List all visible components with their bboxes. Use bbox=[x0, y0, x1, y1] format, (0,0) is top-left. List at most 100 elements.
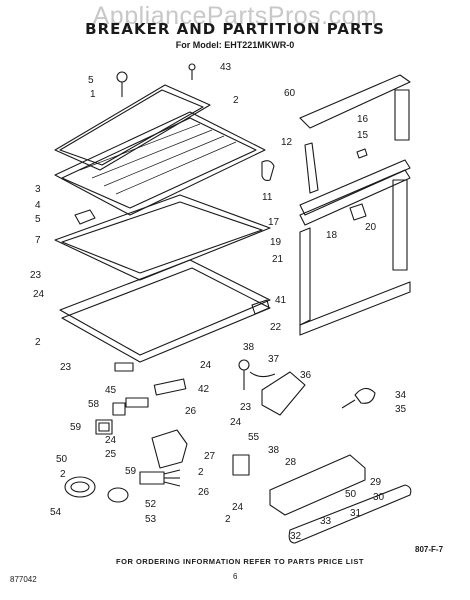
callout: 24 bbox=[232, 502, 244, 513]
date-code: 807-F-7 bbox=[415, 545, 444, 554]
callout: 21 bbox=[272, 254, 284, 265]
part-screw-42 bbox=[188, 63, 196, 80]
watermark: AppliancePartsPros.com bbox=[92, 2, 378, 30]
part-thermostat-25 bbox=[151, 429, 188, 469]
model-number: For Model: EHT221MKWR-0 bbox=[175, 40, 295, 50]
callout: 50 bbox=[56, 454, 68, 465]
callout: 26 bbox=[185, 406, 197, 417]
callout: 15 bbox=[357, 130, 369, 141]
callout: 18 bbox=[326, 230, 338, 241]
part-button-59 bbox=[112, 402, 126, 416]
callout: 16 bbox=[357, 114, 369, 125]
callout: 22 bbox=[270, 322, 282, 333]
callout: 2 bbox=[35, 337, 41, 348]
callout: 38 bbox=[268, 445, 280, 456]
callout: 1 bbox=[90, 89, 96, 100]
document-code: 877042 bbox=[10, 575, 37, 584]
callout: 41 bbox=[275, 295, 287, 306]
part-harness-8 bbox=[139, 469, 181, 487]
callout: 20 bbox=[365, 222, 377, 233]
callout: 27 bbox=[204, 451, 216, 462]
part-strip-9 bbox=[299, 74, 411, 129]
callout: 60 bbox=[284, 88, 296, 99]
callout: 3 bbox=[35, 184, 41, 195]
ordering-note: FOR ORDERING INFORMATION REFER TO PARTS … bbox=[116, 557, 364, 566]
part-rail-15 bbox=[299, 159, 411, 226]
callout: 28 bbox=[285, 457, 297, 468]
part-housing-37 bbox=[261, 371, 306, 416]
callout: 29 bbox=[370, 477, 382, 488]
part-tray bbox=[54, 194, 271, 281]
callout: 31 bbox=[350, 508, 362, 519]
callout: 24 bbox=[33, 289, 45, 300]
part-block-5 bbox=[74, 209, 96, 225]
callout: 59 bbox=[70, 422, 82, 433]
callout: 34 bbox=[395, 390, 407, 401]
part-lower-housing-30 bbox=[269, 454, 366, 516]
part-strip-18 bbox=[392, 179, 408, 271]
callout: 32 bbox=[290, 531, 302, 542]
callout: 53 bbox=[145, 514, 157, 525]
part-rail-12 bbox=[304, 142, 319, 194]
part-screw-4 bbox=[116, 71, 128, 97]
callout: 2 bbox=[198, 467, 204, 478]
callout: 5 bbox=[88, 75, 94, 86]
callout: 2 bbox=[225, 514, 231, 525]
callout: 37 bbox=[268, 354, 280, 365]
callout: 35 bbox=[395, 404, 407, 415]
callout: 30 bbox=[373, 492, 385, 503]
part-strip-14 bbox=[394, 89, 410, 141]
callout: 36 bbox=[300, 370, 312, 381]
callout: 23 bbox=[60, 362, 72, 373]
callout: 43 bbox=[220, 62, 232, 73]
callout: 50 bbox=[345, 489, 357, 500]
callout: 54 bbox=[50, 507, 62, 518]
part-bezel-60 bbox=[95, 419, 113, 435]
callout: 55 bbox=[248, 432, 260, 443]
part-damper-35 bbox=[341, 387, 376, 409]
part-knob-53 bbox=[107, 487, 129, 503]
callout: 59 bbox=[125, 466, 137, 477]
part-switch-43 bbox=[153, 378, 187, 396]
callout: 26 bbox=[198, 487, 210, 498]
callout: 2 bbox=[60, 469, 66, 480]
callout: 19 bbox=[270, 237, 282, 248]
callout: 24 bbox=[105, 435, 117, 446]
callout: 7 bbox=[35, 235, 41, 246]
callout: 24 bbox=[230, 417, 242, 428]
part-clip-41 bbox=[251, 299, 270, 315]
part-hinge-23 bbox=[114, 362, 134, 372]
callout: 24 bbox=[200, 360, 212, 371]
page-title: BREAKER AND PARTITION PARTS bbox=[85, 20, 385, 38]
part-bulb-39 bbox=[238, 359, 250, 390]
callout: 38 bbox=[243, 342, 255, 353]
callout: 17 bbox=[268, 217, 280, 228]
callout: 12 bbox=[281, 137, 293, 148]
callout: 33 bbox=[320, 516, 332, 527]
page-number: 6 bbox=[233, 572, 238, 581]
part-wire-38 bbox=[249, 371, 276, 378]
callout: 45 bbox=[105, 385, 117, 396]
callout: 4 bbox=[35, 200, 41, 211]
part-knob-52 bbox=[64, 476, 96, 498]
part-breaker-grille bbox=[54, 111, 266, 216]
callout: 23 bbox=[30, 270, 42, 281]
part-clip-13 bbox=[356, 148, 368, 159]
callout: 52 bbox=[145, 499, 157, 510]
part-frame-19 bbox=[299, 227, 411, 336]
callout: 25 bbox=[105, 449, 117, 460]
callout: 23 bbox=[240, 402, 252, 413]
callout: 2 bbox=[233, 95, 239, 106]
part-switch-45 bbox=[125, 397, 149, 408]
part-bracket-11 bbox=[261, 160, 275, 182]
callout: 58 bbox=[88, 399, 100, 410]
part-partition-frame bbox=[59, 259, 271, 363]
part-control-26 bbox=[232, 454, 250, 476]
callout: 42 bbox=[198, 384, 210, 395]
callout: 5 bbox=[35, 214, 41, 225]
part-grille-33 bbox=[288, 484, 412, 544]
part-block-16 bbox=[349, 203, 367, 221]
